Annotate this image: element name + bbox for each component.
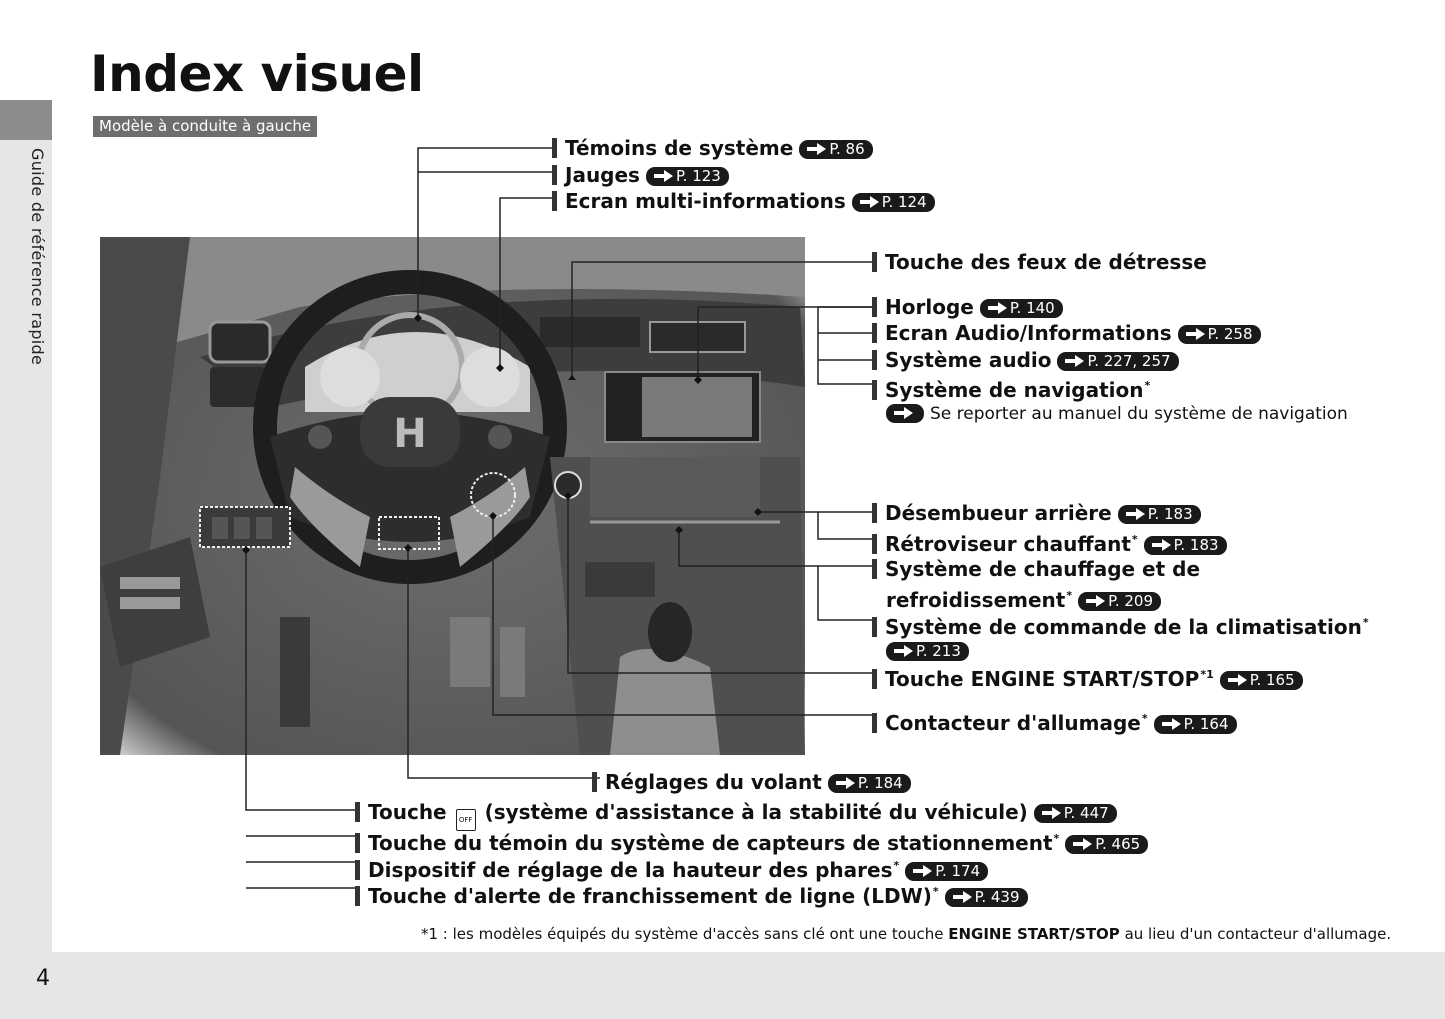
page-ref-badge[interactable]: P. 86: [799, 140, 873, 159]
vsa-off-icon: OFF: [455, 809, 476, 831]
side-bar: [0, 100, 52, 1019]
label-climatisation-ref: P. 213: [880, 638, 969, 662]
dashboard-photo: H: [100, 237, 805, 755]
page-ref-badge[interactable]: P. 183: [1117, 505, 1201, 524]
page-title: Index visuel: [90, 45, 424, 103]
label-vsa: Touche OFF (système d'assistance à la st…: [355, 800, 1117, 831]
svg-text:H: H: [393, 411, 426, 457]
side-tab: [0, 100, 52, 140]
label-capteurs: Touche du témoin du système de capteurs …: [355, 827, 1149, 855]
navigation-note: Se reporter au manuel du système de navi…: [886, 404, 1348, 424]
page-ref-badge[interactable]: P. 213: [886, 642, 969, 661]
page-ref-badge[interactable]: P. 174: [905, 862, 989, 881]
model-badge: Modèle à conduite à gauche: [93, 116, 318, 137]
page-ref-badge[interactable]: P. 140: [979, 299, 1063, 318]
page-ref-badge[interactable]: P. 227, 257: [1057, 352, 1179, 371]
label-retroviseur: Rétroviseur chauffant*P. 183: [872, 528, 1227, 556]
reference-arrow-icon: [886, 404, 924, 423]
side-label: Guide de référence rapide: [28, 148, 47, 366]
page-ref-badge[interactable]: P. 165: [1219, 671, 1303, 690]
footnote: *1 : les modèles équipés du système d'ac…: [421, 925, 1392, 943]
page-ref-badge[interactable]: P. 123: [645, 167, 729, 186]
label-chauffage: Système de chauffage et de: [872, 557, 1200, 581]
page-ref-badge[interactable]: P. 465: [1065, 835, 1149, 854]
page-ref-badge[interactable]: P. 439: [944, 888, 1028, 907]
label-feux-detresse: Touche des feux de détresse: [872, 250, 1207, 274]
bottom-bar: [0, 952, 1445, 1019]
label-phares: Dispositif de réglage de la hauteur des …: [355, 854, 989, 882]
page-ref-badge[interactable]: P. 258: [1177, 325, 1261, 344]
page-ref-badge[interactable]: P. 183: [1143, 536, 1227, 555]
page-ref-badge[interactable]: P. 209: [1078, 592, 1161, 611]
label-climatisation: Système de commande de la climatisation*: [872, 611, 1369, 639]
label-chauffage-cont: refroidissement*P. 209: [886, 584, 1161, 612]
label-allumage: Contacteur d'allumage*P. 164: [872, 707, 1237, 735]
page-ref-badge[interactable]: P. 164: [1153, 715, 1237, 734]
label-ldw: Touche d'alerte de franchissement de lig…: [355, 880, 1028, 908]
page-number: 4: [36, 966, 50, 991]
label-navigation: Système de navigation*: [872, 374, 1150, 402]
page-ref-badge[interactable]: P. 184: [827, 774, 911, 793]
page-ref-badge[interactable]: P. 447: [1033, 804, 1117, 823]
page-ref-badge[interactable]: P. 124: [851, 193, 935, 212]
